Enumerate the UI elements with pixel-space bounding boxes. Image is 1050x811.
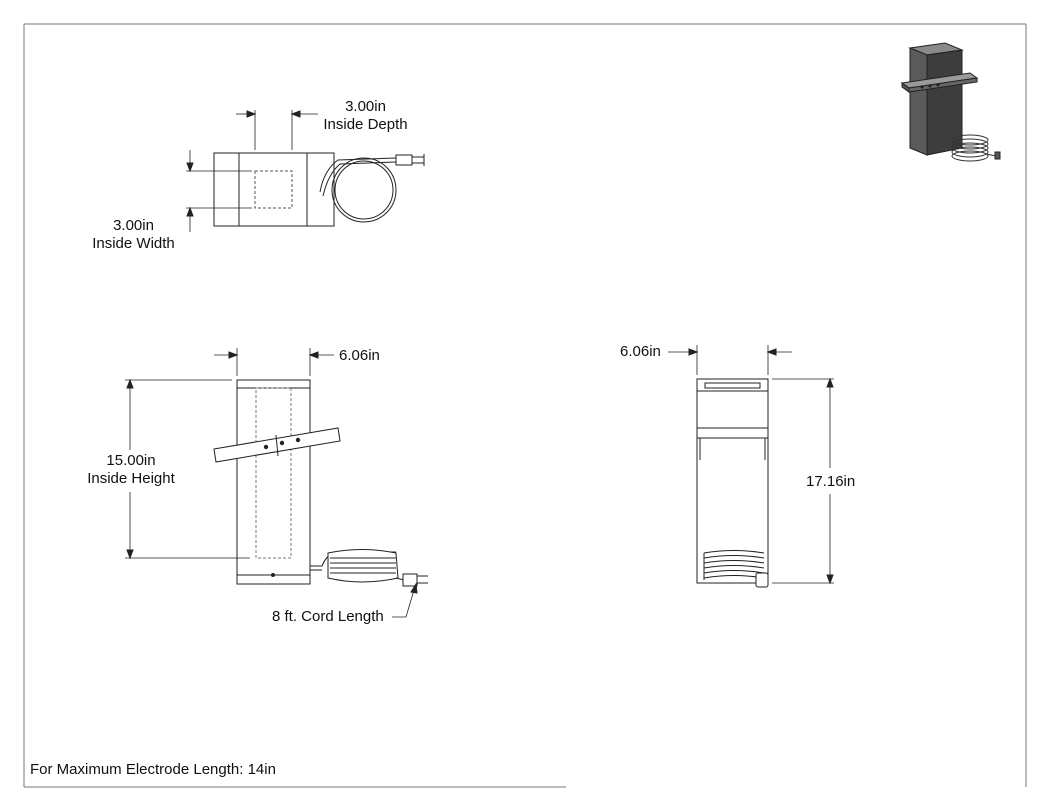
inside-height-dimension: 15.00in Inside Height (78, 452, 184, 488)
inside-depth-value: 3.00in (345, 98, 386, 115)
electrode-length-note: For Maximum Electrode Length: 14in (30, 761, 276, 778)
top-view (186, 110, 425, 232)
inside-width-label: Inside Width (92, 235, 175, 252)
side-width-value: 6.06in (620, 343, 661, 360)
front-width-value: 6.06in (339, 347, 380, 364)
overall-height-value: 17.16in (806, 473, 856, 490)
inside-depth-label: Inside Depth (323, 116, 408, 133)
inside-depth-dimension: 3.00in Inside Depth (318, 98, 413, 134)
sheet-border (23, 23, 1027, 788)
inside-height-label: Inside Height (87, 470, 175, 487)
isometric-preview (900, 42, 1001, 162)
inside-width-dimension: 3.00in Inside Width (86, 217, 181, 253)
side-view (668, 345, 834, 588)
inside-width-value: 3.00in (113, 217, 154, 234)
inside-height-value: 15.00in (106, 452, 156, 469)
front-view (125, 348, 428, 618)
cord-length-label: 8 ft. Cord Length (272, 608, 384, 625)
